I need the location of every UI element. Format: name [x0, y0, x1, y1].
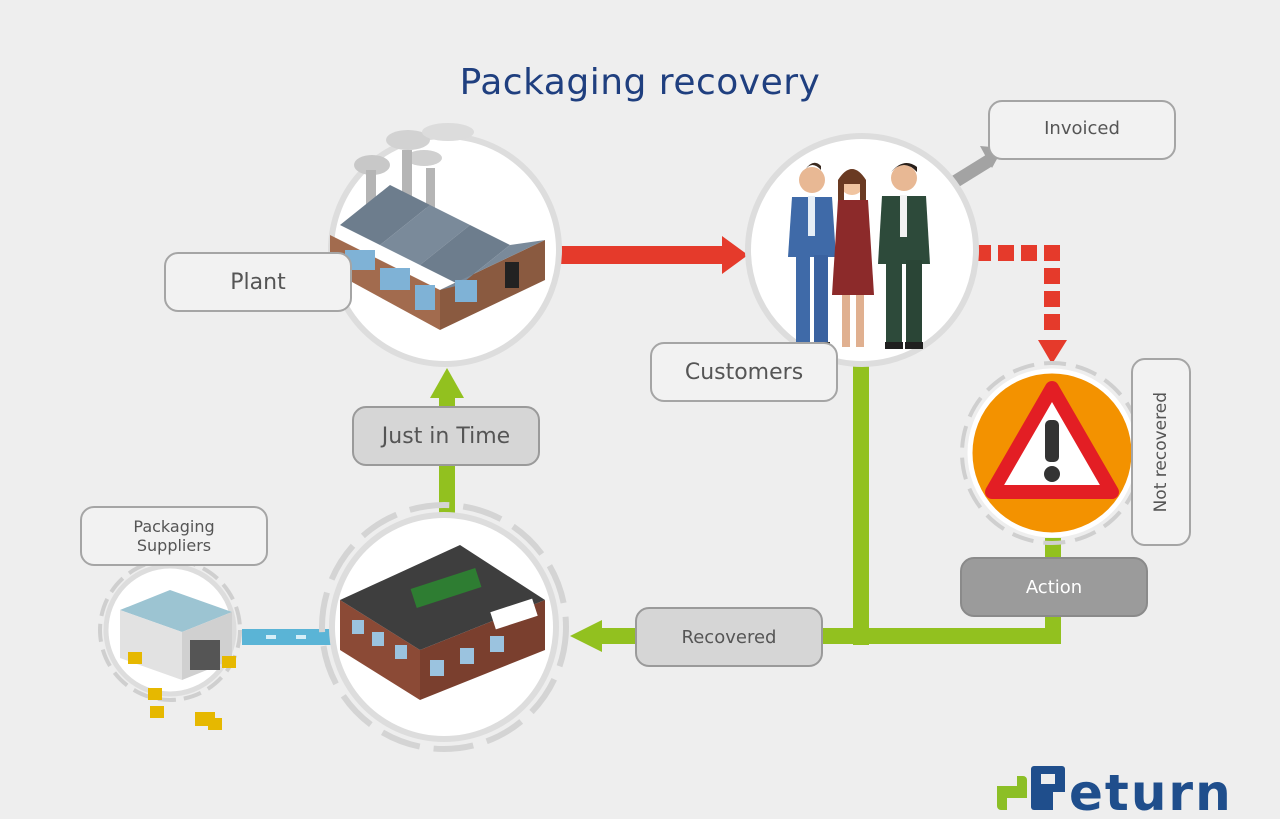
warehouse-icon: [98, 558, 242, 730]
flow-arrow-customers-to-not-recovered: [975, 245, 1067, 364]
logo-text: eturn: [1069, 764, 1233, 818]
page-title: Packaging recovery: [459, 62, 821, 103]
not-recovered-label: Not recovered: [1131, 358, 1191, 546]
packaging-suppliers-label: Packaging Suppliers: [80, 506, 268, 566]
warning-icon: [960, 361, 1144, 545]
factory-icon: [328, 123, 562, 367]
plant-label: Plant: [164, 252, 352, 312]
recovered-label: Recovered: [635, 607, 823, 667]
flow-line-suppliers-to-dc: [242, 629, 334, 645]
customers-label: Customers: [650, 342, 838, 402]
action-button[interactable]: Action: [960, 557, 1148, 617]
just-in-time-label: Just in Time: [352, 406, 540, 466]
invoiced-label: Invoiced: [988, 100, 1176, 160]
customers-icon: [745, 133, 979, 367]
distribution-center-icon: [319, 502, 569, 752]
flow-arrow-plant-to-customers: [555, 236, 748, 274]
2return-logo: eturn: [997, 764, 1233, 818]
